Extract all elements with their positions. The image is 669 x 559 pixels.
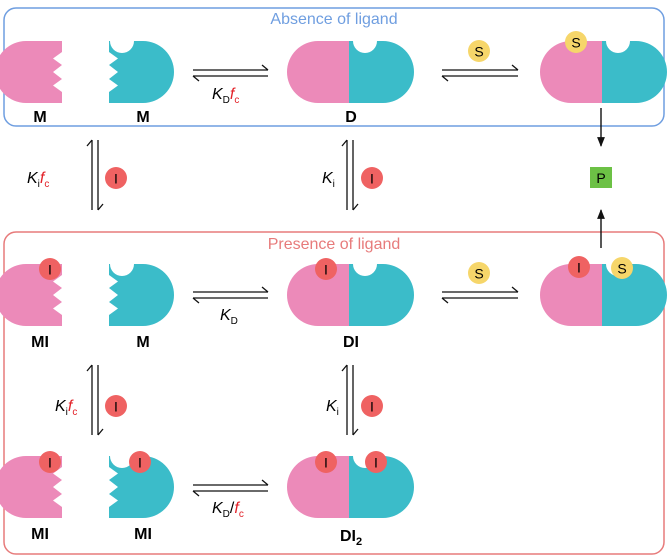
eq-arrow-d-di: [341, 139, 359, 211]
svg-text:I: I: [324, 455, 328, 471]
svg-text:KDfc: KDfc: [212, 86, 239, 106]
svg-text:KD/fc: KD/fc: [212, 500, 244, 520]
substrate-token-row2: S: [468, 262, 490, 284]
monomer-teal-m-3: [109, 264, 174, 326]
species-label-di: DI: [343, 334, 359, 351]
species-label-d: D: [345, 109, 357, 126]
inhibitor-on-mi-2: I: [39, 451, 61, 473]
svg-text:I: I: [577, 260, 581, 276]
species-label-mi-3: MI: [134, 526, 152, 543]
species-label-m-2: M: [136, 109, 149, 126]
rate-ki-fc-left-upper: Kifc: [27, 170, 49, 190]
species-label-m-1: M: [33, 109, 46, 126]
inhibitor-on-teal-mi: I: [129, 451, 151, 473]
eq-arrow-mi-di2: [192, 479, 269, 497]
inhibitor-token-left-lower: I: [105, 395, 127, 417]
rate-ki-fc-left-lower: Kifc: [55, 398, 77, 418]
dimer-inhibitor-substrate-complex: [540, 264, 667, 326]
presence-box: [3, 231, 665, 555]
substrate-on-dis: S: [611, 257, 633, 279]
svg-text:I: I: [48, 262, 52, 278]
eq-arrow-di-di2: [341, 364, 359, 436]
rate-ki-center-upper: Ki: [322, 170, 335, 190]
rate-kd-fc-row1: KDfc: [212, 86, 239, 106]
dimer-di2: [287, 456, 414, 518]
eq-arrow-mi-mi-left: [86, 364, 104, 436]
svg-text:I: I: [324, 262, 328, 278]
eq-arrow-m-di: [192, 286, 269, 304]
eq-arrow-d-ds: [441, 64, 519, 82]
svg-text:I: I: [370, 171, 374, 187]
monomer-pink-m-1: [0, 41, 62, 103]
svg-text:I: I: [114, 399, 118, 415]
svg-text:P: P: [596, 170, 605, 186]
svg-text:Ki: Ki: [326, 398, 339, 418]
inhibitor-on-dis: I: [568, 256, 590, 278]
inhibitor-token-left-upper: I: [105, 167, 127, 189]
inhibitor-token-center-upper: I: [361, 167, 383, 189]
rate-kd-over-fc-row3: KD/fc: [212, 500, 244, 520]
inhibitor-token-center-lower: I: [361, 395, 383, 417]
eq-arrow-m-mi-left: [86, 139, 104, 211]
absence-title: Absence of ligand: [270, 11, 397, 28]
presence-title: Presence of ligand: [268, 236, 401, 253]
svg-text:S: S: [474, 44, 483, 60]
rate-kd-row2: KD: [220, 307, 238, 327]
product-token: P: [590, 167, 612, 188]
inhibitor-on-di2-left: I: [315, 451, 337, 473]
eq-arrow-m-d: [192, 64, 269, 82]
dimer-di: [287, 264, 414, 326]
svg-text:S: S: [571, 35, 580, 51]
svg-text:Kifc: Kifc: [55, 398, 77, 418]
svg-text:S: S: [474, 266, 483, 282]
substrate-token-row1: S: [468, 40, 490, 62]
svg-text:KD: KD: [220, 307, 238, 327]
svg-text:I: I: [48, 455, 52, 471]
monomer-teal-m-1: [109, 41, 174, 103]
dimer-substrate-complex: [540, 41, 667, 103]
dimer-d: [287, 41, 414, 103]
rate-ki-center-lower: Ki: [326, 398, 339, 418]
svg-text:S: S: [617, 261, 626, 277]
inhibitor-on-di: I: [315, 258, 337, 280]
svg-text:I: I: [374, 455, 378, 471]
svg-text:I: I: [114, 171, 118, 187]
species-label-mi-1: MI: [31, 334, 49, 351]
species-label-di2: DI2: [340, 528, 362, 548]
inhibitor-on-di2-right: I: [365, 451, 387, 473]
eq-arrow-di-dis: [441, 286, 519, 304]
svg-text:Ki: Ki: [322, 170, 335, 190]
inhibitor-on-mi-1: I: [39, 258, 61, 280]
svg-text:Kifc: Kifc: [27, 170, 49, 190]
svg-text:I: I: [138, 455, 142, 471]
species-label-m-3: M: [136, 334, 149, 351]
substrate-bound-token: S: [565, 31, 587, 53]
species-label-mi-2: MI: [31, 526, 49, 543]
svg-text:I: I: [370, 399, 374, 415]
